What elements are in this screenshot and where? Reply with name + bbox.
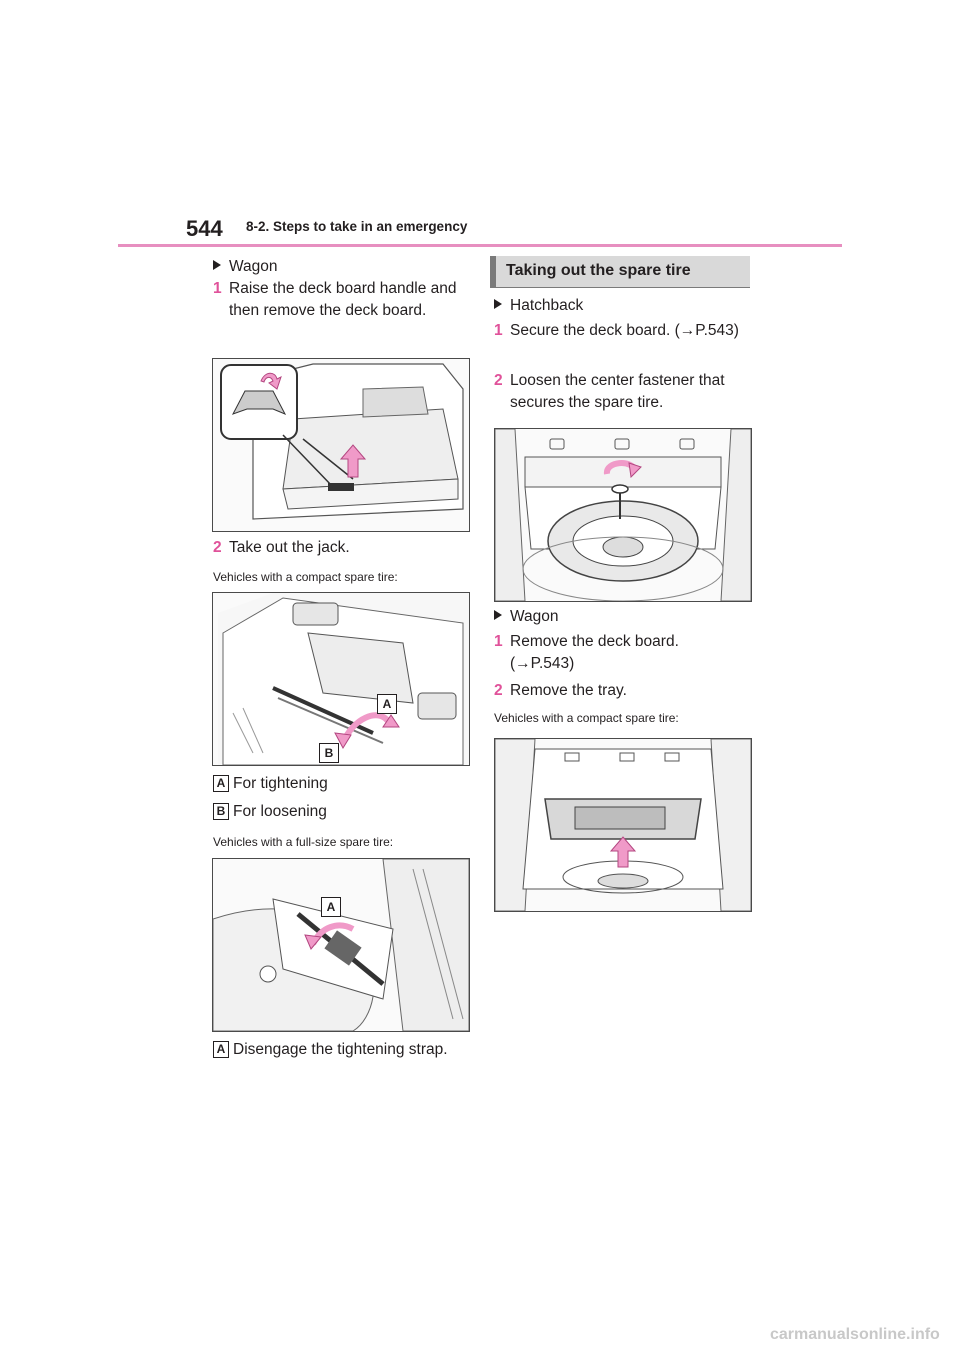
figure-jack-fullsize: A	[212, 858, 470, 1032]
compact-spare-note-right: Vehicles with a compact spare tire:	[494, 711, 679, 725]
fullsize-spare-note: Vehicles with a full-size spare tire:	[213, 835, 394, 849]
bullet-triangle-icon	[494, 610, 502, 620]
figure-hatchback-spare	[494, 428, 752, 602]
figure-wagon-tray	[494, 738, 752, 912]
figure-deck-board	[212, 358, 470, 532]
legend-key-b: B	[213, 803, 229, 820]
figure-jack-compact: A B	[212, 592, 470, 766]
page-number: 544	[186, 216, 223, 241]
bullet-triangle-icon	[213, 260, 221, 270]
section-title: 8-2. Steps to take in an emergency	[246, 219, 468, 234]
legend-key-a: A	[213, 1041, 229, 1058]
legend-key-a: A	[213, 775, 229, 792]
compact-spare-note: Vehicles with a compact spare tire:	[213, 570, 398, 584]
bullet-wagon-right: Wagon	[494, 608, 559, 626]
header-rule	[118, 244, 842, 247]
bullet-hatchback: Hatchback	[494, 297, 583, 315]
figure-tag-a: A	[377, 694, 397, 714]
figure-tag-b: B	[319, 743, 339, 763]
bullet-wagon: Wagon	[213, 258, 278, 276]
footer-watermark: carmanualsonline.info	[770, 1326, 940, 1343]
figure-tag-a: A	[321, 897, 341, 917]
section-heading: Taking out the spare tire	[490, 256, 750, 288]
bullet-triangle-icon	[494, 299, 502, 309]
